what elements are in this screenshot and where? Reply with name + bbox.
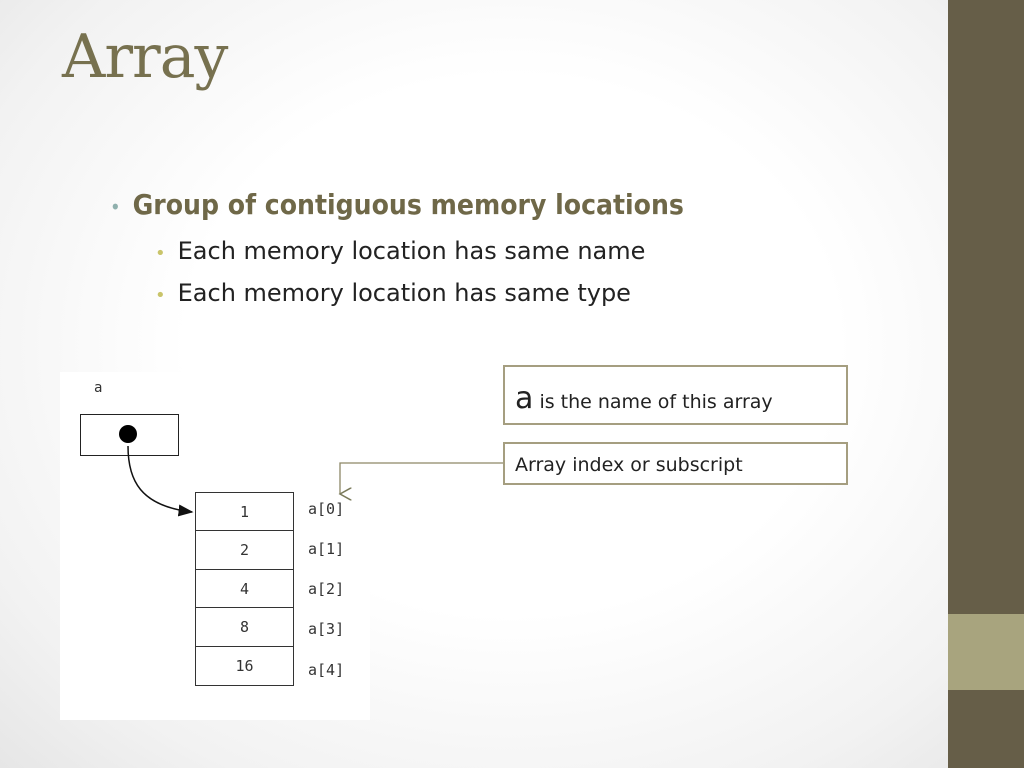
index-callout-connector [340,462,503,494]
bullet-glyph: • [110,195,121,219]
slide-title: Array [62,22,228,92]
array-cell: 4 [195,568,294,609]
bullet-list: • Group of contiguous memory locations •… [110,188,684,307]
array-cell: 1 [195,491,294,532]
callout-index-text: Array index or subscript [515,454,743,476]
index-label: a[2] [308,580,345,598]
bullet-item: • Group of contiguous memory locations [110,188,684,221]
callout-name-text: is the name of this array [539,391,773,413]
pointer-box [80,414,179,456]
variable-name-label: a [94,380,103,396]
index-label: a[4] [308,661,345,679]
subbullet-item: • Each memory location has same type [155,279,684,307]
subbullet-item: • Each memory location has same name [155,237,684,265]
array-cell: 2 [195,530,294,570]
subbullet-text: Each memory location has same name [177,237,646,265]
index-label: a[0] [308,500,345,518]
index-label: a[1] [308,540,345,558]
pointer-dot [119,425,137,443]
subbullet-glyph: • [155,243,166,264]
array-index-callout: Array index or subscript [503,442,848,485]
sidebar-accent-block [948,614,1024,690]
subbullet-text: Each memory location has same type [177,279,631,307]
index-label: a[3] [308,620,345,638]
bullet-text: Group of contiguous memory locations [132,188,684,221]
pointer-arrow [127,445,194,517]
array-cell: 8 [195,607,294,647]
array-cells: 1 2 4 8 16 [195,491,294,686]
callout-name-letter: a [515,381,534,416]
array-name-callout: a is the name of this array [503,365,848,425]
array-cell: 16 [195,645,294,686]
subbullet-glyph: • [155,285,166,306]
